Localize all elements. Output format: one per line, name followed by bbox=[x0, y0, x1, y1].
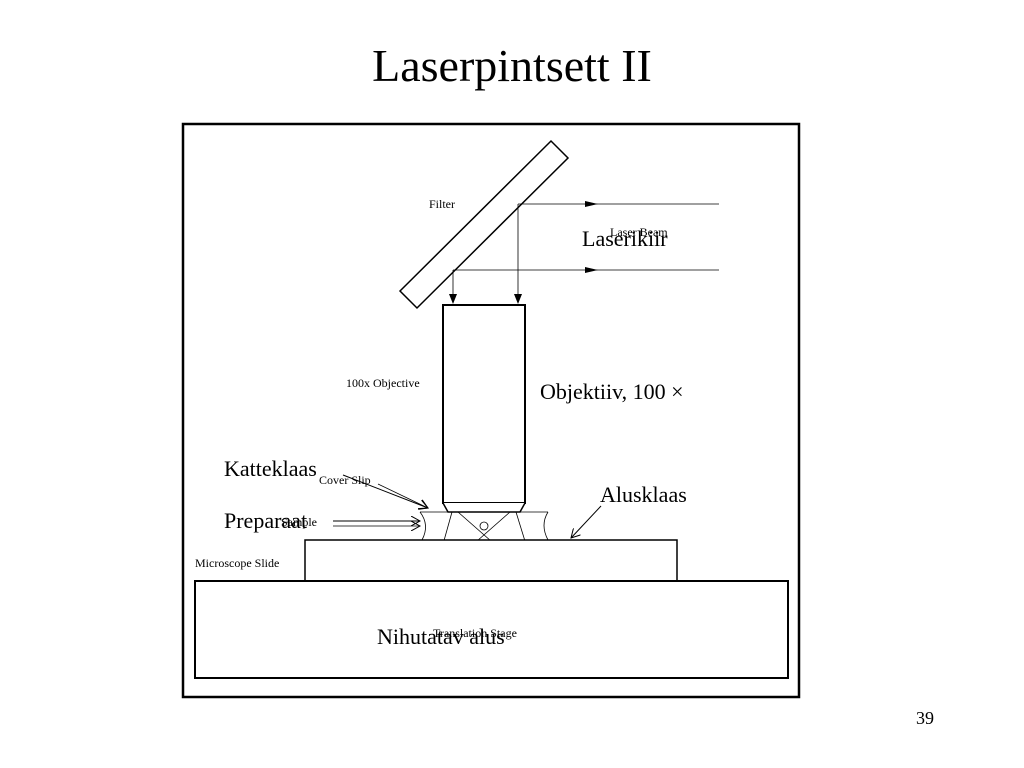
label-laser-beam: Laser Beam bbox=[610, 225, 668, 239]
objective-body bbox=[442, 304, 526, 504]
label-filter: Filter bbox=[429, 197, 455, 211]
cover-slip-pointer-1 bbox=[342, 474, 428, 508]
overlay-label-objective: Objektiiv, 100 × bbox=[540, 379, 684, 404]
cover-slip-pointer-2 bbox=[377, 483, 428, 508]
label-sample: Sample bbox=[281, 515, 317, 529]
label-microscope-slide: Microscope Slide bbox=[195, 556, 279, 570]
overlay-label-translation-stage: Nihutatav alus bbox=[377, 624, 505, 649]
trapped-particle bbox=[479, 521, 489, 531]
label-objective: 100x Objective bbox=[346, 376, 420, 390]
overlay-label-microscope-slide: Alusklaas bbox=[600, 482, 687, 507]
overlay-label-sample: Preparaat bbox=[224, 508, 307, 533]
slide-pointer bbox=[571, 505, 602, 538]
cover-slip-curve bbox=[419, 511, 426, 541]
overlay-label-cover-slip: Katteklaas bbox=[224, 456, 317, 481]
cover-slip-curve-right bbox=[543, 511, 549, 541]
microscope-slide bbox=[304, 539, 678, 582]
slide-title: Laserpintsett II bbox=[372, 40, 652, 91]
objective-tip bbox=[442, 502, 526, 513]
label-translation-stage: Translation Stage bbox=[433, 626, 517, 640]
filter-plate bbox=[398, 139, 570, 310]
page-number: 39 bbox=[916, 708, 934, 728]
beam-arrow-upper bbox=[585, 201, 598, 207]
label-cover-slip: Cover Slip bbox=[319, 473, 371, 487]
diagram-frame bbox=[181, 122, 801, 699]
translation-stage bbox=[194, 580, 789, 679]
beam-arrow-lower bbox=[585, 267, 598, 273]
overlay-label-laser-beam: Laserikiir bbox=[582, 226, 668, 251]
